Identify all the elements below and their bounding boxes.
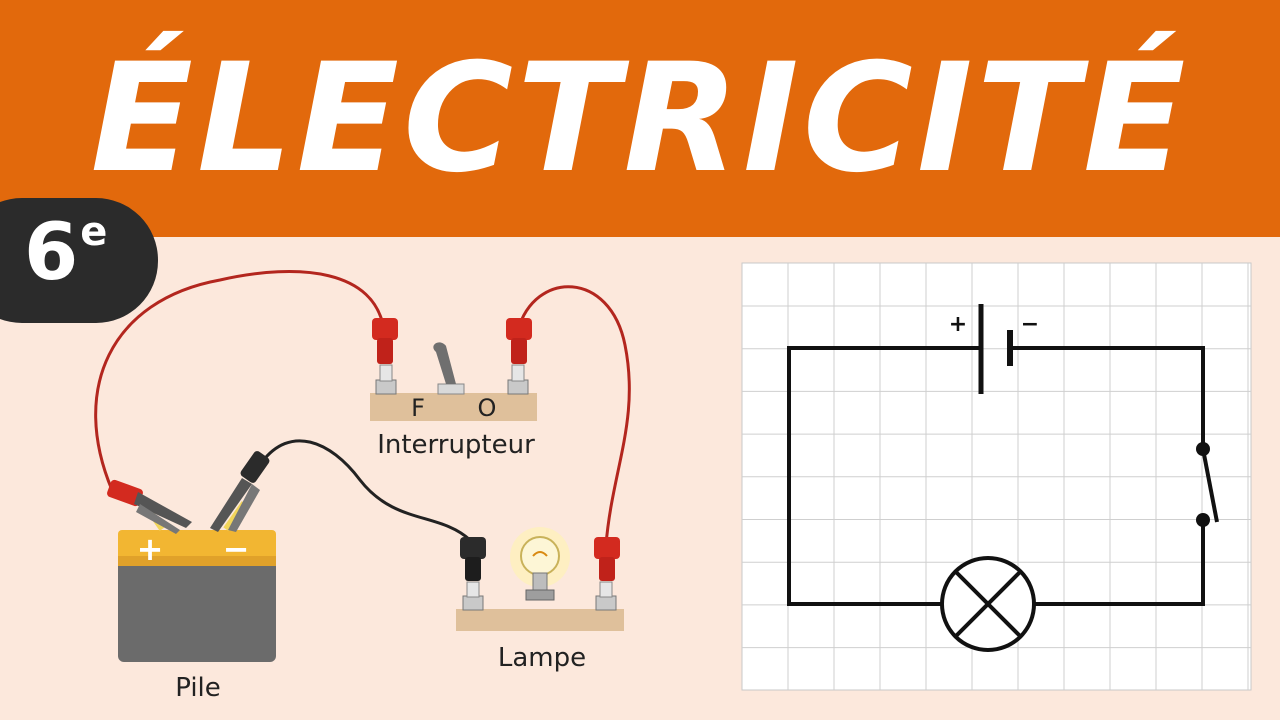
red-clip [107, 479, 192, 534]
black-clip [210, 451, 270, 532]
battery-plus-sign: + [137, 530, 164, 568]
battery-minus-sign: − [223, 530, 250, 568]
grade-superscript: e [80, 209, 108, 255]
switch-label: Interrupteur [377, 430, 535, 460]
switch-terminal-right [507, 364, 529, 395]
black-wire-battery-to-lamp [260, 439, 472, 542]
schematic-battery-symbol [978, 304, 1013, 394]
switch-on-label: O [478, 394, 497, 422]
lamp-terminal-left [462, 581, 484, 611]
schematic-minus-sign: − [1021, 312, 1039, 337]
grade-badge [0, 198, 158, 323]
red-wire-battery-to-switch [94, 270, 386, 491]
switch-board [370, 393, 537, 421]
switch-off-label: F [411, 394, 425, 422]
red-wire-switch-to-lamp [516, 285, 631, 546]
lightbulb-icon [510, 527, 570, 601]
black-plug-lamp [460, 537, 486, 581]
battery-label: Pile [175, 673, 221, 703]
schematic-plus-sign: + [949, 312, 967, 337]
page-title: ÉLECTRICITÉ [90, 31, 1190, 206]
switch-lever [433, 342, 465, 395]
lamp-terminal-right [595, 581, 617, 611]
red-plug-lamp [594, 537, 620, 581]
battery-illustration [118, 501, 276, 662]
lamp-board [456, 609, 624, 631]
switch-terminal-left [375, 364, 397, 395]
title-banner [0, 0, 1280, 237]
schematic-lamp-symbol [940, 556, 1036, 652]
red-plug-switch-right [506, 318, 532, 364]
grade-number: 6 [24, 208, 79, 298]
schematic-circuit [787, 346, 1205, 606]
lamp-label: Lampe [498, 643, 586, 673]
schematic-switch-symbol [1196, 442, 1219, 527]
grade-label: 6e [24, 212, 107, 292]
red-plug-switch-left [372, 318, 398, 364]
